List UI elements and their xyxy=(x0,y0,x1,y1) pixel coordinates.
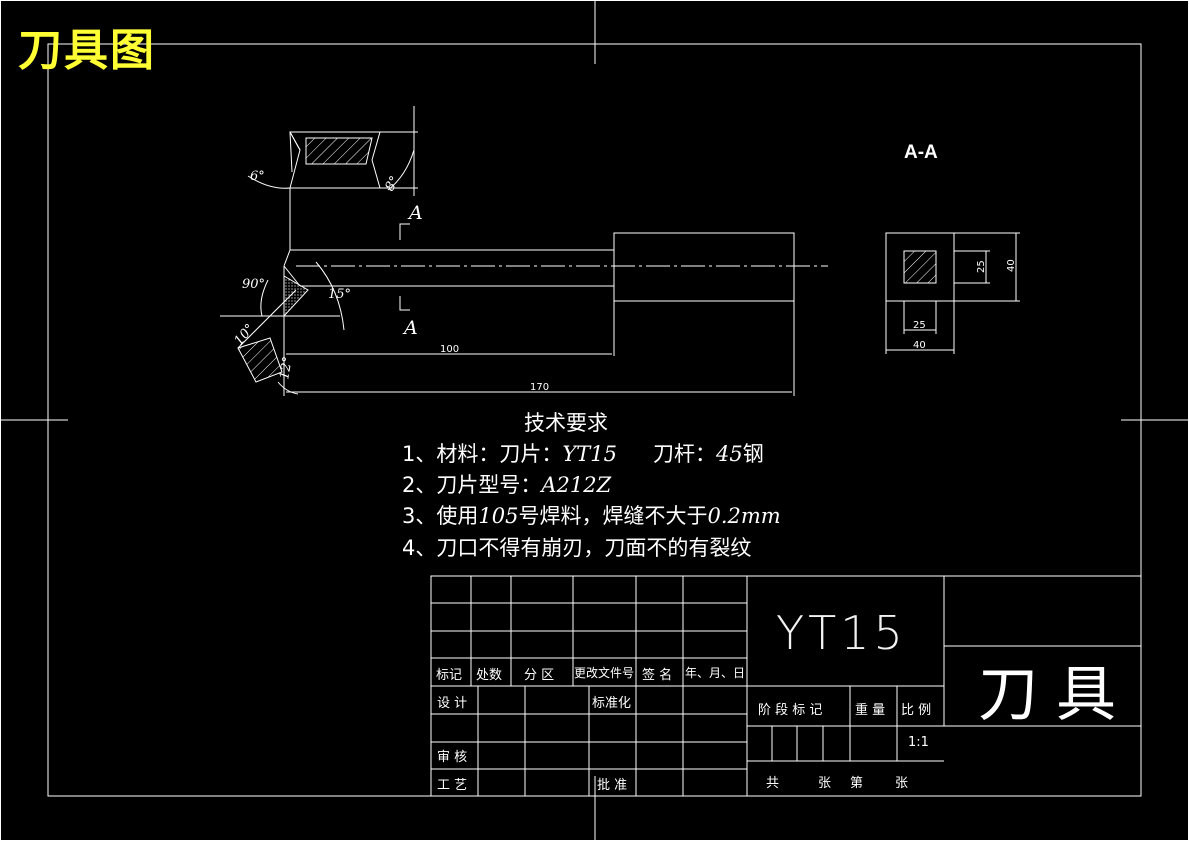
cut-label-bottom: A xyxy=(402,317,418,339)
tb-review: 审 核 xyxy=(437,750,468,765)
tb-weight: 重 量 xyxy=(855,703,886,718)
requirement-3: 3、使用105号焊料，焊缝不大于0.2mm xyxy=(402,500,781,530)
section-view xyxy=(885,232,1020,354)
title-block-grid xyxy=(430,575,1142,797)
tb-standardize: 标准化 xyxy=(592,696,632,711)
req3-gap: 0.2mm xyxy=(707,504,781,528)
requirement-1: 1、材料：刀片：YT15 刀杆：45钢 xyxy=(402,438,764,468)
dim-sec-w-25: 25 xyxy=(913,320,926,331)
tb-sheets: 张 xyxy=(818,776,832,791)
requirement-4: 4、刀口不得有崩刃，刀面不的有裂纹 xyxy=(402,536,752,560)
requirement-2: 2、刀片型号：A212Z xyxy=(402,469,611,499)
tb-part-name: 刀具 xyxy=(978,660,1134,730)
tb-sheets-2: 张 xyxy=(895,776,909,791)
dim-170: 170 xyxy=(530,382,549,393)
dim-sec-h-40: 40 xyxy=(1006,259,1017,272)
req2-model: A212Z xyxy=(541,473,612,497)
tb-signature: 签 名 xyxy=(642,668,673,683)
dim-sec-h-25: 25 xyxy=(976,260,987,273)
tb-sheet-no: 第 xyxy=(850,776,864,791)
tb-stage-mark: 阶 段 标 记 xyxy=(758,703,823,718)
req1-prefix: 1、材料：刀片： xyxy=(402,442,563,466)
tb-zone: 分 区 xyxy=(524,668,555,683)
requirements-heading: 技术要求 xyxy=(524,411,608,435)
req3-solder: 105 xyxy=(478,504,519,528)
angle-15: 15° xyxy=(328,287,351,302)
top-view xyxy=(247,106,418,311)
angle-6: 6° xyxy=(250,169,265,184)
cut-label-top: A xyxy=(407,202,423,224)
req1-blade-material: YT15 xyxy=(562,442,617,466)
tool-side-view xyxy=(220,232,828,396)
tb-scale-value: 1:1 xyxy=(908,735,929,750)
angle-12: 12° xyxy=(277,355,296,380)
tb-count: 处数 xyxy=(476,668,503,683)
req1-mid: 刀杆： xyxy=(652,442,716,466)
dim-sec-w-40: 40 xyxy=(913,340,926,351)
section-label: A-A xyxy=(904,142,938,163)
tb-change-doc: 更改文件号 xyxy=(574,666,635,680)
angle-90: 90° xyxy=(242,277,265,292)
req3-mid: 号焊料，焊缝不大于 xyxy=(518,504,708,528)
tb-material: YT15 xyxy=(776,606,907,660)
tb-date: 年、月、日 xyxy=(685,666,746,680)
tb-total: 共 xyxy=(766,776,780,791)
req3-prefix: 3、使用 xyxy=(402,504,479,528)
tb-mark: 标记 xyxy=(436,668,463,683)
req1-suffix: 钢 xyxy=(742,442,764,466)
tb-scale-label: 比 例 xyxy=(901,703,932,718)
tb-approve: 批 准 xyxy=(597,778,628,793)
dim-100: 100 xyxy=(440,344,459,355)
tb-process: 工 艺 xyxy=(437,778,468,793)
tb-design: 设 计 xyxy=(437,696,468,711)
req2-prefix: 2、刀片型号： xyxy=(402,473,542,497)
angle-8: 8° xyxy=(382,174,402,194)
req1-shank-material: 45 xyxy=(715,442,743,466)
drawing-title: 刀具图 xyxy=(18,25,156,76)
